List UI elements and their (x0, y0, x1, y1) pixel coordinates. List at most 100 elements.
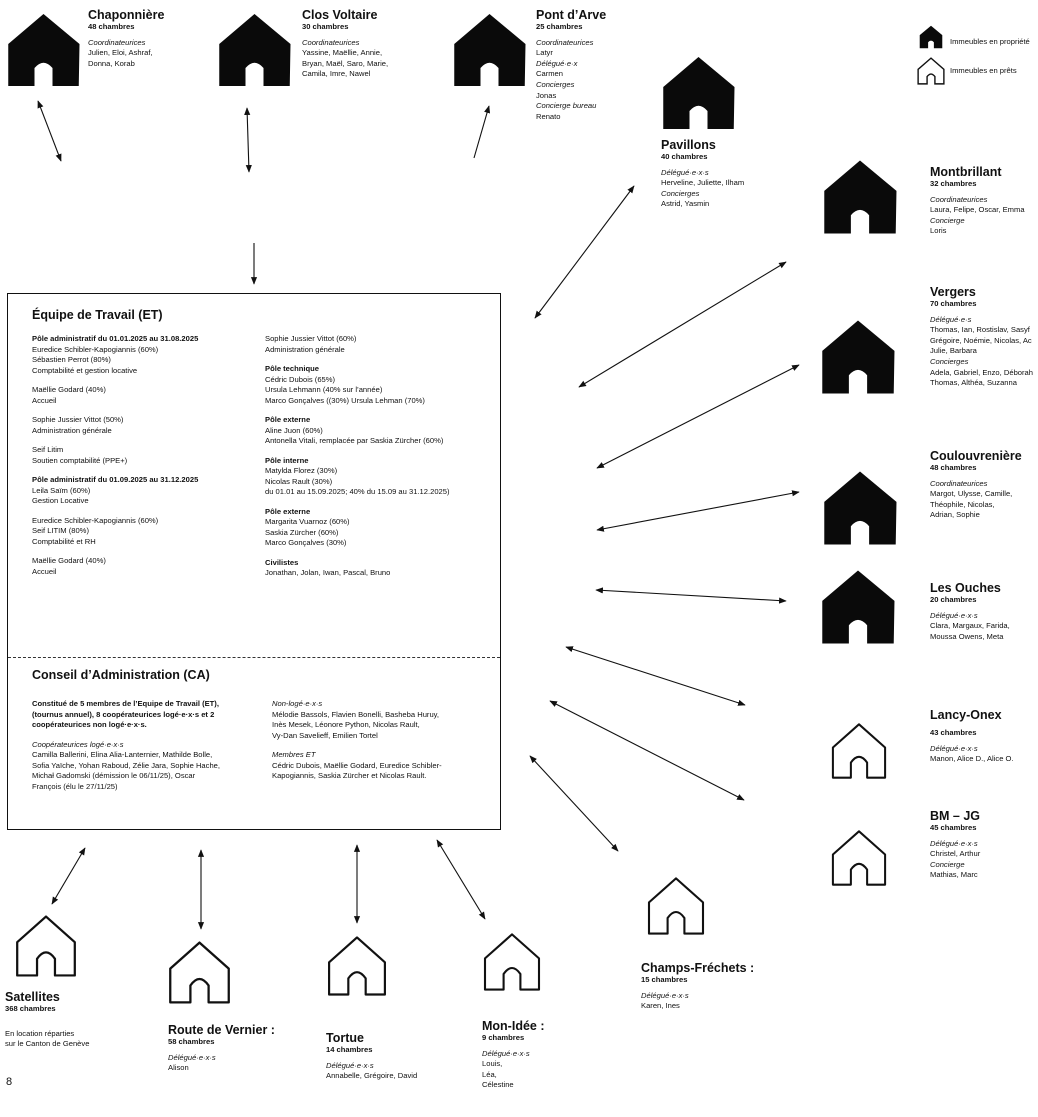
member-line: Jonathan, Jolan, Iwan, Pascal, Bruno (265, 568, 391, 577)
arrow-pavillons (534, 185, 635, 319)
clos-voltaire-people: Yassine, Maëllie, Annie, (302, 48, 383, 58)
pont-darve-role-label: Délégué·e·x (536, 58, 578, 68)
section-heading: Pôle administratif du 01.01.2025 au 31.0… (32, 334, 199, 343)
member-line: Nicolas Rault (30%) (265, 476, 333, 486)
spacer (265, 549, 500, 558)
coulouvreniere-people: Adrian, Sophie (930, 510, 980, 520)
montbrillant-people: Laura, Felipe, Oscar, Emma (930, 205, 1025, 215)
pavillons-people: Herveline, Juliette, Ilham (661, 178, 745, 188)
arrow-bm-jg (549, 700, 745, 801)
arrow-coulouvreniere (596, 490, 800, 532)
spacer (32, 507, 262, 516)
pavillons-role-label: Concierges (661, 188, 700, 198)
member-line: Seif Litim (32, 445, 64, 454)
member-line: Euredice Schibler-Kapogiannis (60%) (32, 344, 159, 354)
mon-idee-capacity: 9 chambres (482, 1033, 525, 1042)
role-label: Non-logé·e·x·s (272, 699, 323, 708)
bm-jg-house-icon (830, 818, 888, 898)
arrow-satellites (51, 847, 86, 905)
clos-voltaire-capacity: 30 chambres (302, 22, 349, 31)
mon-idee-people: Célestine (482, 1080, 514, 1090)
clos-voltaire-name: Clos Voltaire (302, 8, 378, 22)
et-ca-divider (8, 657, 500, 658)
section-heading: Pôle interne (265, 455, 309, 465)
ca-left-column: Constitué de 5 membres de l’Equipe de Tr… (32, 699, 268, 792)
member-line: Vy-Dan Savelieff, Emilien Tortel (272, 730, 378, 740)
member-line: Marco Gonçalves (30%) (265, 538, 347, 547)
coulouvreniere-role-label: Coordinateurices (930, 478, 988, 488)
arrow-montbrillant (578, 261, 787, 388)
arrow-mon-idee (436, 839, 486, 920)
member-line: Mélodie Bassols, Flavien Bonelli, Basheb… (272, 709, 440, 719)
bm-jg-people: Mathias, Marc (930, 870, 978, 880)
member-line: François (élu le 27/11/25) (32, 781, 118, 791)
member-line: Cédric Dubois (65%) (265, 374, 336, 384)
member-line: Leila Saïm (60%) (32, 485, 91, 495)
member-line: Seif LITIM (80%) (32, 526, 89, 535)
champs-frechets-name: Champs-Fréchets : (641, 961, 755, 975)
spacer (32, 547, 262, 556)
clos-voltaire-house-icon (217, 10, 292, 90)
member-line: Sébastien Perrot (80%) (32, 355, 111, 364)
arrow-vergers (596, 364, 800, 469)
member-line: du 01.01 au 15.09.2025; 40% du 15.09 au … (265, 487, 450, 496)
lancy-onex-name: Lancy-Onex (930, 708, 1002, 722)
member-line: Soutien comptabilité (PPE+) (32, 455, 128, 465)
spacer (265, 447, 500, 456)
vergers-people: Grégoire, Noémie, Nicolas, Ac (930, 335, 1032, 345)
arrow-lancy-onex (565, 646, 746, 706)
vergers-capacity: 70 chambres (930, 299, 977, 308)
chaponniere-role-label: Coordinateurices (88, 37, 146, 47)
route-vernier-people: Alison (168, 1063, 189, 1073)
et-right-column: Sophie Jussier Vittot (60%)Administratio… (265, 334, 500, 579)
satellites-house-icon (14, 906, 78, 986)
coulouvreniere-capacity: 48 chambres (930, 463, 977, 472)
bm-jg-people: Christel, Arthur (930, 849, 981, 859)
ouches-name: Les Ouches (930, 581, 1001, 595)
member-line: Aline Juon (60%) (265, 425, 323, 435)
chaponniere-capacity: 48 chambres (88, 22, 135, 31)
member-line: Margarita Vuarnoz (60%) (265, 517, 350, 526)
ouches-people: Moussa Owens, Meta (930, 631, 1004, 641)
spacer (32, 466, 262, 475)
mon-idee-name: Mon-Idée : (482, 1019, 545, 1033)
spacer (32, 436, 262, 445)
montbrillant-house-icon (822, 158, 898, 236)
route-vernier-role-label: Délégué·e·x·s (168, 1052, 216, 1062)
spacer (32, 376, 262, 385)
bm-jg-role-label: Délégué·e·x·s (930, 838, 978, 848)
vergers-people: Thomas, Althéa, Suzanna (930, 378, 1017, 388)
spacer (272, 741, 500, 750)
ouches-house-icon (820, 568, 896, 646)
member-line: Sophie Jussier Vittot (60%) (265, 334, 357, 343)
montbrillant-role-label: Concierge (930, 215, 965, 225)
legend-owned-label: Immeubles en propriété (950, 37, 1030, 46)
vergers-people: Thomas, Ian, Rostislav, Sasyf (930, 325, 1030, 335)
member-line: Comptabilité et RH (32, 536, 96, 546)
champs-frechets-capacity: 15 chambres (641, 975, 688, 984)
lancy-onex-capacity: 43 chambres (930, 728, 977, 737)
bm-jg-role-label: Concierge (930, 859, 965, 869)
legend-owned-house-icon (917, 25, 945, 49)
vergers-role-label: Délégué·e·s (930, 314, 972, 324)
montbrillant-people: Loris (930, 226, 947, 236)
coulouvreniere-people: Théophile, Nicolas, (930, 499, 995, 509)
member-line: Saskia Zürcher (60%) (265, 527, 339, 537)
role-label: Membres ET (272, 750, 316, 759)
section-heading: Pôle externe (265, 506, 311, 516)
chaponniere-people: Julien, Eloi, Ashraf, (88, 48, 153, 58)
section-heading: Pôle administratif du 01.09.2025 au 31.1… (32, 475, 199, 484)
pavillons-role-label: Délégué·e·x·s (661, 167, 709, 177)
ouches-capacity: 20 chambres (930, 595, 977, 604)
member-line: Kapogiannis, Saskia Zürcher et Nicolas R… (272, 771, 427, 780)
member-line: Matylda Florez (30%) (265, 466, 338, 475)
montbrillant-name: Montbrillant (930, 165, 1002, 179)
bm-jg-capacity: 45 chambres (930, 823, 977, 832)
